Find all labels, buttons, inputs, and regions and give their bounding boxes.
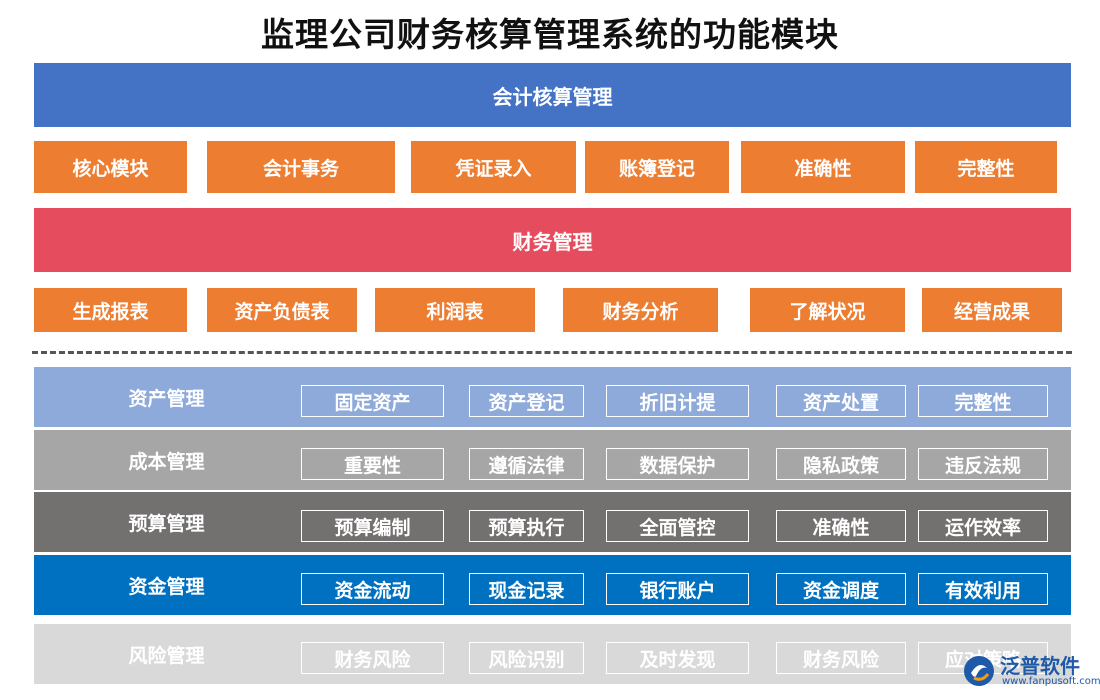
accounting-header-bar: 会计核算管理 — [34, 63, 1071, 127]
module-item: 财务风险 — [776, 642, 906, 674]
module-item: 完整性 — [918, 385, 1048, 417]
finance-header-label: 财务管理 — [512, 229, 593, 254]
logo-name: 泛普软件 — [1000, 654, 1080, 678]
module-label: 预算管理 — [128, 512, 205, 535]
tile-label: 生成报表 — [72, 300, 149, 323]
accounting-tile: 账簿登记 — [585, 141, 729, 193]
accounting-tile: 完整性 — [915, 141, 1057, 193]
finance-header-bar: 财务管理 — [34, 208, 1071, 272]
tile-label: 经营成果 — [953, 300, 1030, 323]
module-item: 资金流动 — [301, 573, 444, 605]
module-label: 资产管理 — [128, 387, 205, 410]
logo-icon — [964, 656, 994, 686]
module-item: 重要性 — [301, 448, 444, 480]
tile-label: 核心模块 — [72, 157, 149, 180]
module-item: 违反法规 — [918, 448, 1048, 480]
tile-label: 资产负债表 — [234, 300, 330, 323]
module-item: 资产处置 — [776, 385, 906, 417]
module-label: 资金管理 — [128, 575, 205, 598]
module-label: 成本管理 — [128, 450, 205, 473]
accounting-tile: 核心模块 — [34, 141, 187, 193]
finance-tile: 生成报表 — [34, 288, 187, 332]
tile-label: 完整性 — [957, 157, 1015, 180]
module-item: 运作效率 — [918, 510, 1048, 542]
accounting-tile: 会计事务 — [207, 141, 395, 193]
module-item: 资产登记 — [469, 385, 584, 417]
module-item: 折旧计提 — [606, 385, 749, 417]
module-band-budget: 预算管理 预算编制 预算执行 全面管控 准确性 运作效率 — [34, 492, 1071, 552]
tile-label: 财务分析 — [602, 300, 679, 323]
module-label: 风险管理 — [128, 644, 205, 667]
module-item: 银行账户 — [606, 573, 749, 605]
module-band-cost: 成本管理 重要性 遵循法律 数据保护 隐私政策 违反法规 — [34, 430, 1071, 490]
finance-tile: 资产负债表 — [207, 288, 357, 332]
module-item: 风险识别 — [469, 642, 584, 674]
tile-label: 准确性 — [794, 157, 852, 180]
accounting-tile: 准确性 — [741, 141, 905, 193]
section-divider — [32, 351, 1072, 354]
diagram-title: 监理公司财务核算管理系统的功能模块 — [261, 15, 839, 54]
tile-label: 了解状况 — [789, 300, 866, 323]
module-item: 全面管控 — [606, 510, 749, 542]
module-item: 预算执行 — [469, 510, 584, 542]
module-band-risk: 风险管理 财务风险 风险识别 及时发现 财务风险 应对策略 — [34, 624, 1071, 684]
module-item: 财务风险 — [301, 642, 444, 674]
logo-url: www.fanpusoft.com — [1002, 676, 1100, 687]
module-band-asset: 资产管理 固定资产 资产登记 折旧计提 资产处置 完整性 — [34, 367, 1071, 427]
watermark-logo: 泛普软件 www.fanpusoft.com — [962, 648, 1100, 696]
tile-label: 利润表 — [426, 300, 484, 323]
module-item: 资金调度 — [776, 573, 906, 605]
module-item: 预算编制 — [301, 510, 444, 542]
module-item: 固定资产 — [301, 385, 444, 417]
module-item: 及时发现 — [606, 642, 749, 674]
tile-label: 凭证录入 — [455, 157, 532, 180]
module-item: 遵循法律 — [469, 448, 584, 480]
accounting-header-label: 会计核算管理 — [492, 84, 613, 109]
finance-tile: 利润表 — [375, 288, 535, 332]
finance-tile: 经营成果 — [922, 288, 1062, 332]
module-item: 有效利用 — [918, 573, 1048, 605]
finance-tile: 了解状况 — [750, 288, 905, 332]
module-item: 现金记录 — [469, 573, 584, 605]
tile-label: 会计事务 — [262, 157, 339, 180]
module-item: 准确性 — [776, 510, 906, 542]
finance-tile: 财务分析 — [563, 288, 718, 332]
module-band-fund: 资金管理 资金流动 现金记录 银行账户 资金调度 有效利用 — [34, 555, 1071, 615]
module-item: 隐私政策 — [776, 448, 906, 480]
tile-label: 账簿登记 — [618, 157, 695, 180]
accounting-tile: 凭证录入 — [411, 141, 576, 193]
module-item: 数据保护 — [606, 448, 749, 480]
